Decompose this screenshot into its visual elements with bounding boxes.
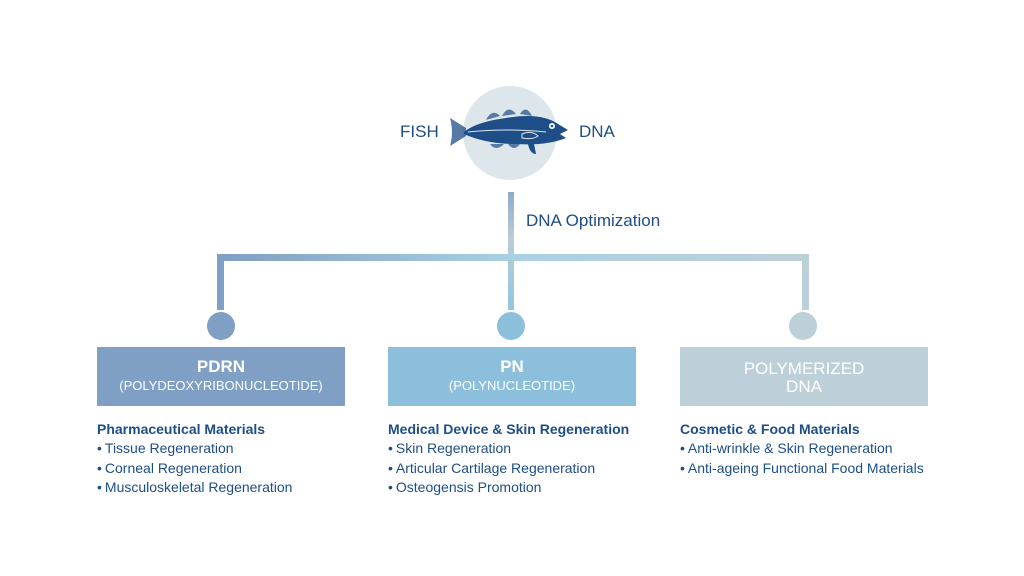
fish-label: FISH [400, 122, 439, 141]
pdrn-category: Pharmaceutical Materials [97, 421, 266, 437]
list-item: Articular Cartilage Regeneration [388, 459, 629, 479]
node-pn [497, 312, 525, 340]
pdrn-description: Pharmaceutical Materials Tissue Regenera… [97, 420, 292, 498]
list-item: Corneal Regeneration [97, 459, 292, 479]
poly-title: POLYMERIZED [743, 359, 865, 378]
pdrn-box: PDRN (POLYDEOXYRIBONUCLEOTIDE) [97, 347, 345, 406]
pn-subtitle: (POLYNUCLEOTIDE) [448, 378, 576, 393]
stub-poly [802, 254, 809, 310]
pdrn-subtitle: (POLYDEOXYRIBONUCLEOTIDE) [119, 378, 323, 393]
node-poly [789, 312, 817, 340]
poly-description: Cosmetic & Food Materials Anti-wrinkle &… [680, 420, 924, 478]
node-pdrn [207, 312, 235, 340]
dna-optimization-label: DNA Optimization [526, 211, 661, 230]
list-item: Osteogensis Promotion [388, 478, 629, 498]
trunk-line [508, 192, 514, 310]
poly-subtitle: DNA [786, 377, 822, 396]
list-item: Skin Regeneration [388, 439, 629, 459]
pn-box: PN (POLYNUCLEOTIDE) [388, 347, 636, 406]
fish-icon [450, 109, 568, 154]
pn-title: PN [500, 357, 524, 376]
poly-category: Cosmetic & Food Materials [680, 421, 860, 437]
list-item: Tissue Regeneration [97, 439, 292, 459]
pdrn-title: PDRN [196, 357, 246, 376]
dna-label: DNA [579, 122, 615, 141]
horizontal-bar [217, 254, 809, 261]
list-item: Anti-wrinkle & Skin Regeneration [680, 439, 924, 459]
pn-category: Medical Device & Skin Regeneration [388, 421, 630, 437]
list-item: Anti-ageing Functional Food Materials [680, 459, 924, 479]
stub-pdrn [217, 254, 224, 310]
polymerized-dna-box: POLYMERIZED DNA [680, 347, 928, 406]
pn-description: Medical Device & Skin Regeneration Skin … [388, 420, 629, 498]
list-item: Musculoskeletal Regeneration [97, 478, 293, 498]
